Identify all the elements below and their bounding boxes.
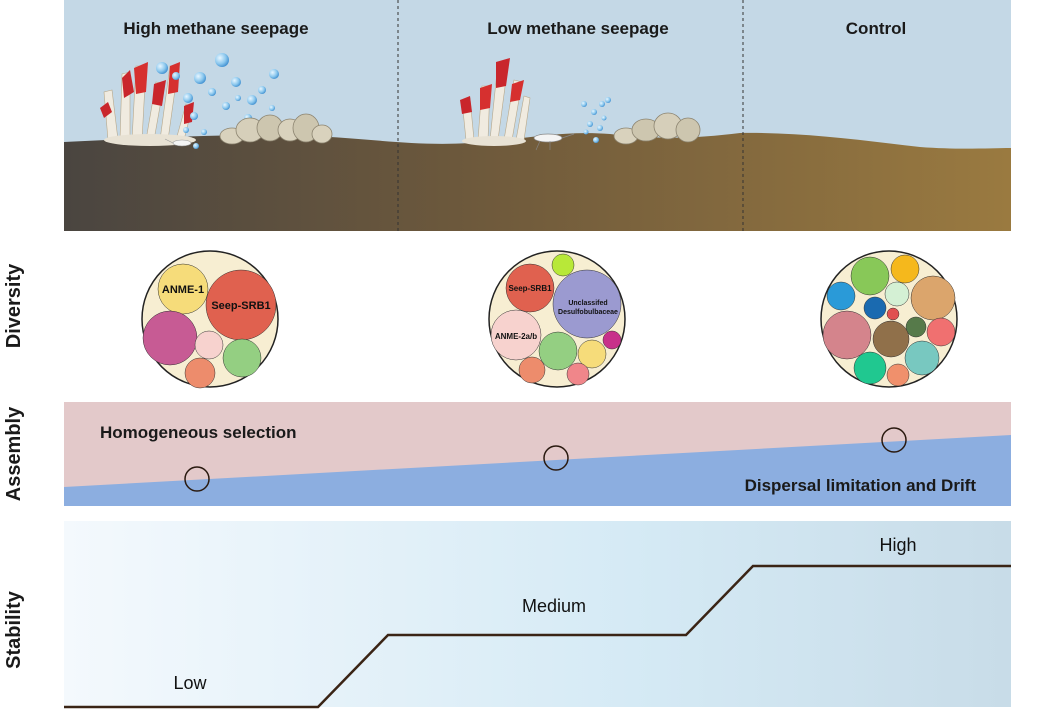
community-bubble	[884, 281, 910, 307]
community-bubble	[552, 269, 622, 339]
community-bubble	[490, 309, 542, 361]
community-bubble	[904, 340, 940, 376]
column-title-control: Control	[846, 19, 906, 38]
taxon-label: Seep-SRB1	[508, 284, 552, 293]
community-bubble	[577, 339, 607, 369]
community-bubble	[822, 310, 872, 360]
community-bubble	[890, 254, 920, 284]
community-bubble	[850, 256, 890, 296]
scene-panel: High methane seepage Low methane seepage…	[64, 0, 1011, 231]
assembly-label-homogeneous-selection: Homogeneous selection	[100, 423, 296, 442]
community-bubble	[538, 331, 578, 371]
stability-panel: Low Medium High	[64, 521, 1011, 709]
community-bubble	[566, 362, 590, 386]
community-bubble	[886, 307, 900, 321]
shrimp-icon	[533, 133, 575, 151]
community-bubble	[853, 351, 887, 385]
taxon-label: ANME-1	[162, 284, 204, 296]
community-circle-high: ANME-1 Seep-SRB1	[141, 250, 279, 389]
stability-background	[64, 521, 1011, 707]
assembly-drift-band	[64, 435, 1011, 506]
community-bubble	[505, 263, 555, 313]
community-bubble	[826, 281, 856, 311]
community-bubble	[222, 338, 262, 378]
clam-bed-icon	[613, 112, 701, 145]
community-bubble	[863, 296, 887, 320]
stability-step-line	[64, 564, 1011, 709]
community-bubble	[602, 330, 622, 350]
stability-label-low: Low	[173, 673, 207, 693]
community-bubble	[926, 317, 956, 347]
taxon-label: Seep-SRB1	[211, 300, 270, 312]
gas-bubbles-icon	[581, 97, 611, 143]
gas-bubbles-icon	[156, 53, 279, 149]
community-circle-control	[820, 250, 958, 388]
row-label-assembly: Assembly	[3, 406, 25, 501]
community-bubble	[905, 316, 927, 338]
community-bubble	[518, 356, 546, 384]
assembly-marker-low	[543, 445, 569, 471]
taxon-label-line: Unclassifed	[568, 300, 607, 307]
community-bubble	[184, 357, 216, 389]
community-bubble	[910, 275, 956, 321]
row-label-diversity: Diversity	[3, 263, 25, 348]
tubeworm-cluster-icon	[460, 58, 531, 146]
community-bubble	[872, 320, 910, 358]
taxon-label: ANME-2a/b	[495, 332, 537, 341]
community-bubble	[886, 363, 910, 387]
shrimp-icon	[164, 138, 192, 147]
clam-bed-icon	[219, 113, 333, 145]
assembly-marker-high	[184, 466, 210, 492]
taxon-label-line: Desulfobulbaceae	[558, 309, 618, 316]
stability-label-high: High	[879, 535, 916, 555]
stability-label-medium: Medium	[522, 596, 586, 616]
community-bubble	[142, 310, 198, 366]
assembly-marker-control	[881, 427, 907, 453]
assembly-panel: Homogeneous selection Dispersal limitati…	[64, 402, 1011, 506]
row-label-stability: Stability	[3, 590, 25, 669]
community-bubble	[157, 263, 209, 315]
column-title-low: Low methane seepage	[487, 19, 668, 38]
assembly-label-dispersal-limitation: Dispersal limitation and Drift	[745, 476, 977, 495]
sediment	[64, 132, 1011, 231]
community-bubble	[194, 330, 224, 360]
column-title-high: High methane seepage	[123, 19, 308, 38]
community-bubble	[551, 253, 575, 277]
